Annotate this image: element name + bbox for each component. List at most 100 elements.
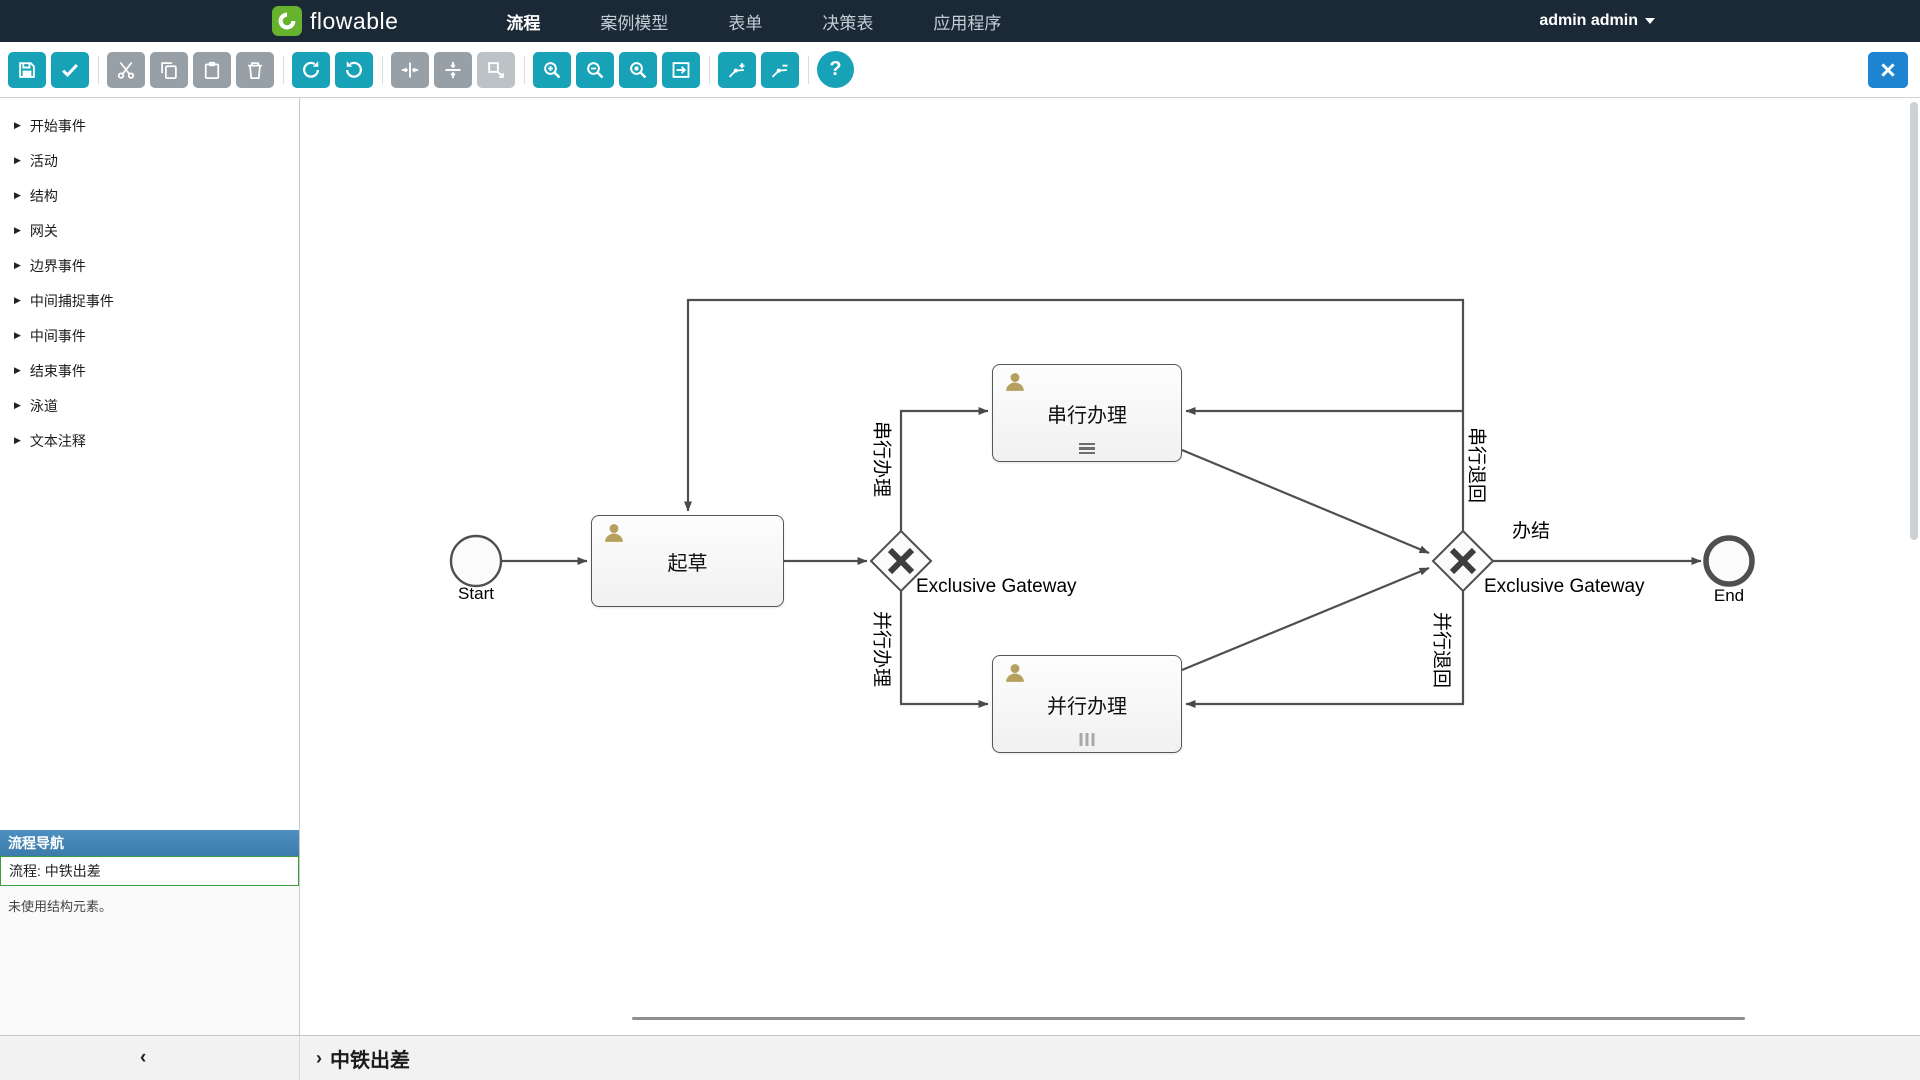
help-button[interactable]: ? — [817, 51, 854, 88]
gateway-2-label: Exclusive Gateway — [1484, 576, 1645, 597]
close-editor-button[interactable] — [1868, 52, 1908, 88]
toolbar-separator — [709, 55, 710, 84]
palette-group-structure[interactable]: ▶ 结构 — [0, 178, 299, 213]
process-navigator-note: 未使用结构元素。 — [8, 899, 113, 914]
flow-label-parallel-return: 并行退回 — [1430, 611, 1452, 689]
scissors-icon — [117, 61, 135, 79]
remove-bendpoint-icon — [771, 64, 788, 78]
sequential-multi-instance-icon — [1079, 442, 1095, 454]
zoom-out-button[interactable] — [576, 51, 614, 88]
zoom-actual-icon — [630, 61, 647, 78]
task-draft[interactable]: 起草 — [591, 515, 784, 607]
chevron-right-icon: ▶ — [14, 435, 21, 445]
task-serial-handle[interactable]: 串行办理 — [992, 364, 1182, 462]
user-task-icon — [605, 524, 623, 542]
canvas-horizontal-scrollbar[interactable] — [632, 1017, 1745, 1020]
delete-button[interactable] — [236, 51, 274, 88]
palette-group-label: 文本注释 — [29, 432, 86, 449]
validate-button[interactable] — [51, 51, 89, 88]
nav-apps[interactable]: 应用程序 — [933, 13, 1002, 33]
nav-decision-tables[interactable]: 决策表 — [822, 13, 874, 33]
user-task-icon — [1006, 373, 1024, 391]
task-label: 串行办理 — [1047, 404, 1127, 427]
palette-group-gateways[interactable]: ▶网关 — [0, 213, 299, 248]
flow-label-complete: 办结 — [1512, 521, 1551, 542]
redo-button[interactable] — [292, 51, 330, 88]
palette-group-swimlanes[interactable]: ▶泳道 — [0, 388, 299, 423]
palette-group-label: 结构 — [29, 187, 58, 204]
undo-button[interactable] — [335, 51, 373, 88]
chevron-right-icon: ▶ — [14, 120, 21, 130]
palette-group-intermediate-events[interactable]: ▶中间事件 — [0, 318, 299, 353]
align-horizontal-icon — [401, 62, 419, 77]
user-name: admin admin — [1539, 12, 1638, 29]
same-size-button[interactable] — [477, 51, 515, 88]
collapse-sidebar-button[interactable]: ‹ — [140, 1047, 147, 1068]
help-icon: ? — [829, 58, 842, 80]
palette-group-label: 中间事件 — [29, 327, 86, 344]
exclusive-gateway-x-icon — [1449, 547, 1477, 575]
palette-group-intermediate-catching-events[interactable]: ▶ 中间捕捉事件 — [0, 283, 299, 318]
cut-button[interactable] — [107, 51, 145, 88]
user-task-icon — [1006, 664, 1024, 682]
add-bendpoint-button[interactable] — [718, 51, 756, 88]
save-button[interactable] — [8, 51, 46, 88]
zoom-actual-button[interactable] — [619, 51, 657, 88]
zoom-out-icon — [587, 61, 604, 78]
chevron-right-icon: ▶ — [14, 260, 21, 270]
model-title-area: › 中铁出差 — [300, 1036, 410, 1080]
flowable-logo[interactable]: flowable — [272, 6, 398, 36]
flow-label-serial: 串行办理 — [870, 420, 892, 498]
nav-case-models[interactable]: 案例模型 — [600, 13, 669, 33]
process-navigator-current[interactable]: 流程: 中铁出差 — [0, 856, 299, 886]
align-vertical-button[interactable] — [434, 51, 472, 88]
chevron-right-icon: ▶ — [14, 155, 21, 165]
start-event-label: Start — [458, 584, 494, 603]
chevron-right-icon: ▶ — [14, 190, 21, 200]
undo-icon — [346, 60, 362, 78]
task-parallel-handle[interactable]: 并行办理 — [992, 655, 1182, 753]
expand-properties-button[interactable]: › — [316, 1047, 322, 1068]
zoom-fit-button[interactable] — [662, 51, 700, 88]
close-icon — [1881, 63, 1895, 77]
brand-text: flowable — [310, 7, 399, 34]
palette-group-label: 中间捕捉事件 — [29, 292, 114, 309]
palette-group-activities[interactable]: ▶活动 — [0, 143, 299, 178]
exclusive-gateway-x-icon — [887, 547, 915, 575]
palette-group-boundary-events[interactable]: ▶边界事件 — [0, 248, 299, 283]
toolbar-separator — [98, 55, 99, 84]
process-navigator-header: 流程导航 — [0, 830, 299, 856]
task-label: 并行办理 — [1047, 695, 1127, 718]
palette-group-start-events[interactable]: ▶开始事件 — [0, 108, 299, 143]
parallel-multi-instance-icon — [1079, 733, 1095, 746]
palette-group-text-annotation[interactable]: ▶ 文本注释 — [0, 423, 299, 458]
process-navigator-panel: 流程导航 流程: 中铁出差 未使用结构元素。 — [0, 830, 299, 1035]
chevron-right-icon: ▶ — [14, 295, 21, 305]
nav-processes[interactable]: 流程 — [506, 13, 541, 33]
check-icon — [62, 63, 78, 77]
user-menu[interactable]: admin admin — [1539, 12, 1655, 30]
toolbar-separator — [524, 55, 525, 84]
zoom-in-button[interactable] — [533, 51, 571, 88]
nav-forms[interactable]: 表单 — [728, 13, 763, 33]
top-bar: flowable 流程 案例模型 表单 决策表 应用程序 admin admin — [0, 0, 1920, 42]
flow-label-parallel: 并行办理 — [870, 610, 892, 688]
chevron-right-icon: ▶ — [14, 365, 21, 375]
paste-button[interactable] — [193, 51, 231, 88]
bpmn-canvas[interactable]: 起草 串行办理 并行办理 Start End Exclusive Gateway… — [300, 98, 1920, 1035]
exclusive-gateway-1-node — [869, 529, 933, 593]
palette-group-end-events[interactable]: ▶结束事件 — [0, 353, 299, 388]
add-bendpoint-icon — [728, 62, 745, 78]
copy-icon — [161, 61, 177, 79]
zoom-in-icon — [544, 61, 561, 78]
canvas-vertical-scrollbar[interactable] — [1910, 102, 1918, 540]
zoom-fit-icon — [672, 61, 690, 78]
exclusive-gateway-2-node — [1431, 529, 1495, 593]
align-horizontal-button[interactable] — [391, 51, 429, 88]
toolbar-separator — [283, 55, 284, 84]
same-size-icon — [488, 61, 504, 78]
editor-toolbar: ? — [0, 42, 1920, 98]
remove-bendpoint-button[interactable] — [761, 51, 799, 88]
palette-group-label: 网关 — [29, 222, 58, 239]
copy-button[interactable] — [150, 51, 188, 88]
